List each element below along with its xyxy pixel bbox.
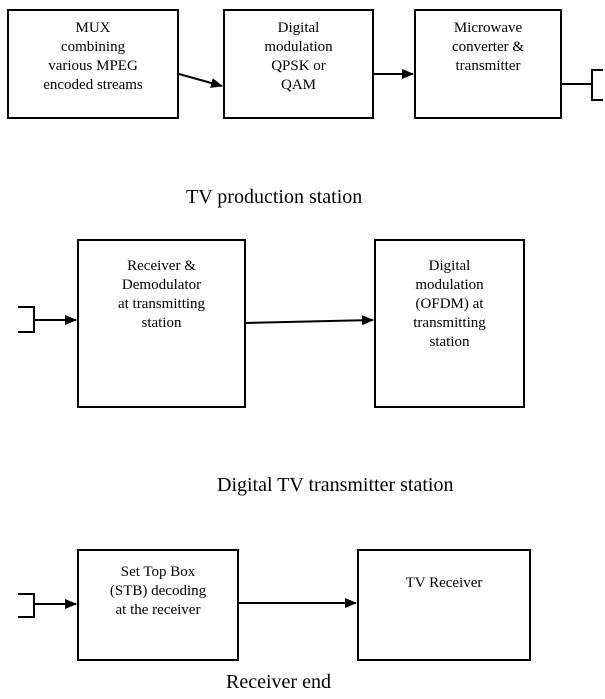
receiver-antenna-icon xyxy=(18,593,35,618)
microwave-transmitter-label: Microwave converter & transmitter xyxy=(451,20,525,74)
digital-modulation-qpsk-block: Digital modulation QPSK or QAM xyxy=(223,9,374,119)
receiver-end-caption: Receiver end xyxy=(226,671,331,693)
microwave-transmitter-block: Microwave converter & transmitter xyxy=(414,9,562,119)
antenna-icon xyxy=(591,69,603,101)
digital-modulation-ofdm-block: Digital modulation (OFDM) at transmittin… xyxy=(374,239,525,408)
set-top-box-block: Set Top Box (STB) decoding at the receiv… xyxy=(77,549,239,661)
receiver-demodulator-block: Receiver & Demodulator at transmitting s… xyxy=(77,239,246,408)
production-station-caption: TV production station xyxy=(186,186,363,208)
mux-block-label: MUX combining various MPEG encoded strea… xyxy=(43,20,143,93)
tv-receiver-block: TV Receiver xyxy=(357,549,531,661)
antenna-input-icon xyxy=(18,306,35,333)
tv-receiver-label: TV Receiver xyxy=(405,575,483,591)
digital-modulation-ofdm-label: Digital modulation (OFDM) at transmittin… xyxy=(413,258,486,350)
digital-modulation-qpsk-label: Digital modulation QPSK or QAM xyxy=(264,20,333,93)
arrow-demodulator-to-ofdm xyxy=(245,315,374,326)
transmitter-station-caption: Digital TV transmitter station xyxy=(217,474,454,496)
mux-block: MUX combining various MPEG encoded strea… xyxy=(7,9,179,119)
set-top-box-label: Set Top Box (STB) decoding at the receiv… xyxy=(109,564,207,618)
arrow-mux-to-modulation xyxy=(178,73,223,88)
receiver-demodulator-label: Receiver & Demodulator at transmitting s… xyxy=(117,258,206,331)
